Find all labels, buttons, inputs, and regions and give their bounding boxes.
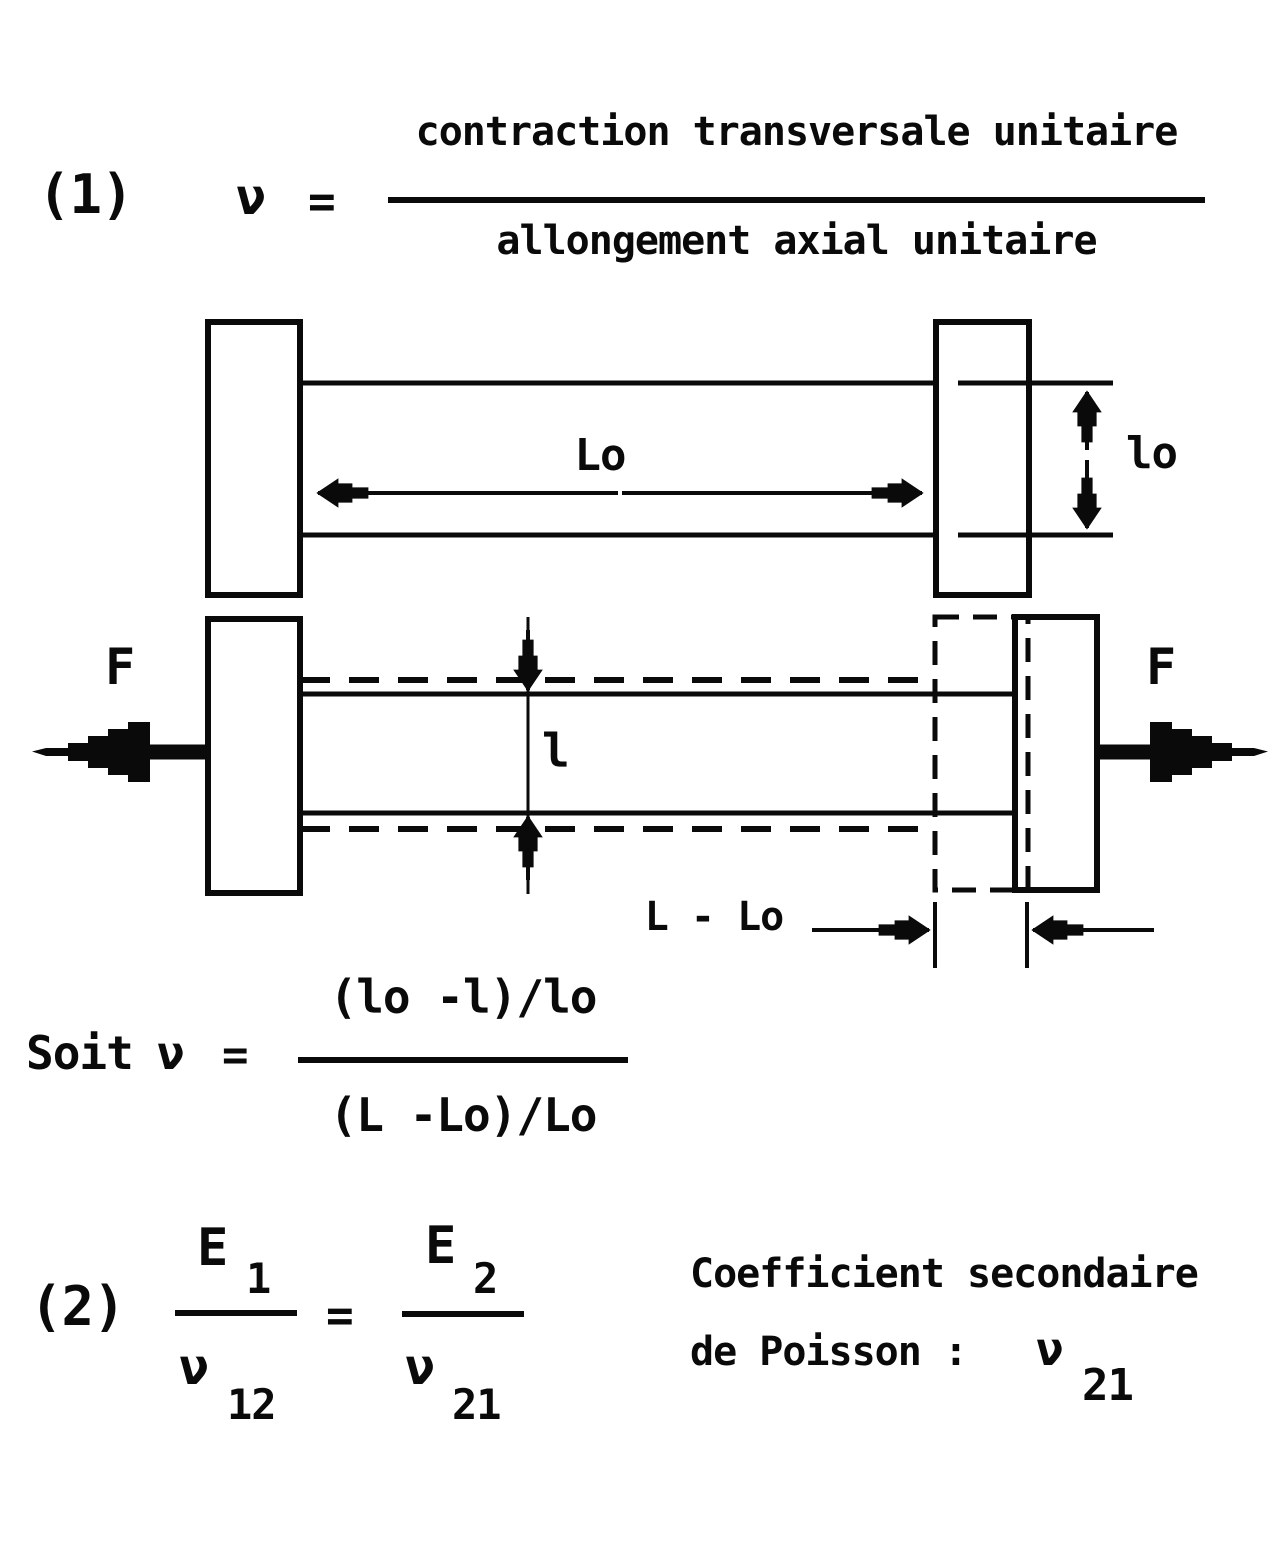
eq1-fraction-bar	[388, 197, 1205, 203]
eq2-right-denominator-subscript: 21	[452, 1380, 502, 1429]
specimen-stretched	[32, 614, 1268, 968]
eq2-right-denominator: ν	[405, 1338, 435, 1396]
label-contracted-thickness: l	[542, 724, 570, 778]
label-elongation: L - Lo	[644, 894, 785, 940]
specimen-unloaded	[205, 319, 1113, 598]
soit-numerator: (lo -l)/lo	[329, 970, 598, 1024]
eq1-nu-symbol: ν	[236, 168, 266, 226]
eq1-denominator: allongement axial unitaire	[496, 218, 1097, 264]
force-arrow-left	[32, 722, 209, 782]
eq2-left-fraction-bar	[175, 1310, 297, 1316]
soit-nu-symbol: ν	[157, 1026, 185, 1080]
note-line2: de Poisson :	[690, 1329, 968, 1375]
eq2-right-numerator-subscript: 2	[473, 1254, 498, 1303]
label-original-length: Lo	[574, 430, 627, 481]
eq2-number: (2)	[30, 1275, 126, 1338]
soit-equals-sign: =	[222, 1030, 248, 1081]
note-nu-symbol: ν	[1036, 1322, 1064, 1376]
left-grip-block	[205, 319, 303, 598]
eq2-left-numerator-subscript: 1	[246, 1254, 271, 1303]
soit-denominator: (L -Lo)/Lo	[329, 1088, 598, 1142]
soit-fraction-bar	[298, 1057, 628, 1063]
note-line1: Coefficient secondaire	[690, 1251, 1199, 1297]
note-nu-subscript: 21	[1082, 1360, 1134, 1411]
eq2-left-numerator: E	[197, 1218, 228, 1278]
eq1-numerator: contraction transversale unitaire	[415, 109, 1179, 155]
left-grip-block-stretched	[205, 616, 303, 896]
eq2-left-denominator-subscript: 12	[227, 1380, 277, 1429]
label-force-left: F	[105, 638, 135, 696]
eq2-right-fraction-bar	[402, 1311, 524, 1317]
force-arrow-right	[1096, 722, 1268, 782]
right-grip-block	[933, 319, 1032, 598]
eq1-number: (1)	[38, 163, 134, 226]
eq2-equals-sign: =	[326, 1288, 354, 1342]
label-original-thickness: lo	[1126, 428, 1178, 479]
label-force-right: F	[1146, 638, 1176, 696]
eq2-left-denominator: ν	[179, 1338, 209, 1396]
soit-intro: Soit	[26, 1026, 134, 1080]
eq2-right-numerator: E	[425, 1216, 456, 1276]
eq1-equals-sign: =	[308, 174, 336, 228]
right-grip-block-original-dashed	[932, 614, 1031, 893]
